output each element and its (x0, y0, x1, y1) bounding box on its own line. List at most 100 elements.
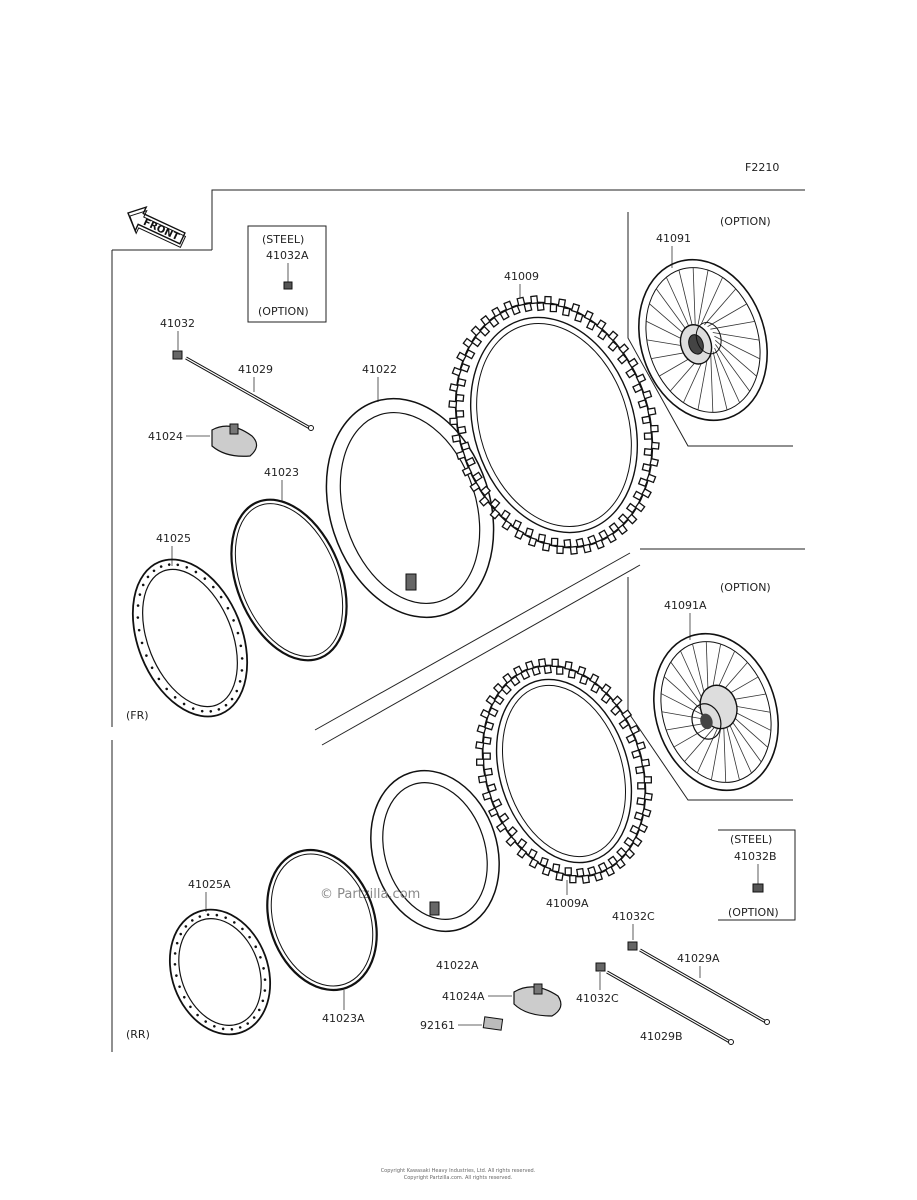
wheel-spoke (727, 719, 752, 774)
rim-spoke-hole (203, 577, 207, 580)
tread-block (611, 695, 623, 707)
tread-block (471, 336, 483, 348)
valve-protector-rear (513, 983, 562, 1017)
tread-block (495, 822, 507, 833)
tread-block (500, 509, 511, 521)
tread-block (520, 669, 531, 681)
rim-spoke-hole (191, 707, 195, 710)
tread-block (579, 675, 589, 686)
rim-rear (168, 908, 272, 1036)
rim-spoke-hole (173, 952, 177, 955)
part-41024A: 41024A (442, 990, 485, 1003)
rim-spoke-hole (252, 1016, 256, 1019)
rim-spoke-hole (196, 1013, 199, 1017)
tread-block (511, 519, 523, 530)
tread-block (448, 383, 459, 393)
tread-block (625, 502, 637, 514)
tread-block (476, 724, 487, 734)
tread-block (641, 808, 652, 818)
tread-block (564, 867, 572, 876)
rim-spoke-hole (136, 604, 140, 607)
tread-block (471, 471, 483, 483)
tread-block (600, 692, 612, 704)
tread-block (465, 456, 476, 467)
rim-spoke-hole (236, 631, 240, 635)
tread-block (569, 545, 578, 555)
rim-spoke-hole (239, 644, 243, 648)
tread-block (491, 306, 502, 318)
tread-block (575, 537, 585, 548)
rim-spoke-hole (224, 703, 228, 707)
rim-spoke-hole (221, 1027, 225, 1031)
rim-spoke-hole (248, 935, 251, 939)
tread-block (527, 848, 538, 860)
tread-block (561, 307, 571, 317)
tread-block (516, 296, 526, 307)
tread-block (607, 855, 619, 867)
valve-protector-front (211, 423, 258, 457)
optional-rear-wheel (653, 632, 779, 792)
tread-block (637, 822, 649, 834)
tread-block (606, 532, 617, 544)
tread-block (608, 522, 620, 534)
page-code: F2210 (745, 161, 779, 174)
steel-title-rear: (STEEL) (730, 833, 772, 846)
rim-spoke-hole (191, 919, 194, 922)
rim-spoke-hole (141, 583, 145, 587)
rim-spoke-hole (257, 1008, 261, 1012)
footer-line-1: Copyright Kawasaki Heavy Industries, Ltd… (381, 1168, 536, 1174)
tread-block (646, 473, 657, 484)
tire-front (448, 295, 660, 555)
rim-spoke-hole (173, 963, 177, 966)
part-41032B: 41032B (734, 850, 777, 863)
tread-block (594, 539, 605, 550)
tread-block (500, 683, 512, 696)
tread-block (616, 846, 628, 859)
tread-block (539, 856, 549, 867)
part-41091A: 41091A (664, 599, 707, 612)
front-arrow-label: FRONT (141, 217, 180, 243)
option-note-front: (OPTION) (258, 305, 309, 318)
tread-block (477, 774, 488, 784)
tread-block (462, 337, 474, 349)
rim-spoke-hole (179, 932, 183, 936)
rim-spoke-hole (185, 566, 189, 569)
tread-block (583, 310, 594, 321)
tread-block (456, 377, 467, 387)
tread-block (646, 407, 657, 416)
rim-spoke-hole (209, 710, 213, 713)
wheel-option-note-front: (OPTION) (720, 215, 771, 228)
tread-block (607, 330, 619, 342)
front-arrow-icon: FRONT (127, 205, 187, 249)
wheel-spoke (700, 277, 723, 325)
tread-block (536, 302, 545, 312)
tread-block (544, 295, 552, 305)
tread-block (455, 450, 466, 461)
nipple-rear-a (627, 941, 638, 951)
wheel-spoke (696, 727, 719, 774)
tread-block (635, 765, 645, 775)
tread-block (455, 410, 465, 418)
rim-spoke-hole (140, 641, 144, 645)
tread-block (461, 466, 473, 477)
tread-block (469, 481, 481, 493)
part-41091: 41091 (656, 232, 691, 245)
tread-block (556, 666, 564, 675)
rim-spoke-hole (167, 563, 171, 566)
tread-block (650, 424, 659, 433)
tread-block (516, 847, 528, 859)
tread-block (555, 871, 564, 882)
wheel-spoke (712, 351, 728, 411)
rim-spoke-hole (176, 563, 180, 567)
tread-block (616, 353, 629, 365)
tread-block (643, 792, 653, 801)
tread-block (451, 434, 462, 443)
rim-spoke-hole (159, 565, 163, 568)
tread-block (641, 415, 651, 425)
wheel-spoke (697, 270, 709, 325)
wheel-option-note-rear: (OPTION) (720, 581, 771, 594)
part-41029: 41029 (238, 363, 273, 376)
tread-block (637, 782, 646, 790)
tread-block (597, 861, 608, 873)
tread-block (589, 673, 600, 684)
